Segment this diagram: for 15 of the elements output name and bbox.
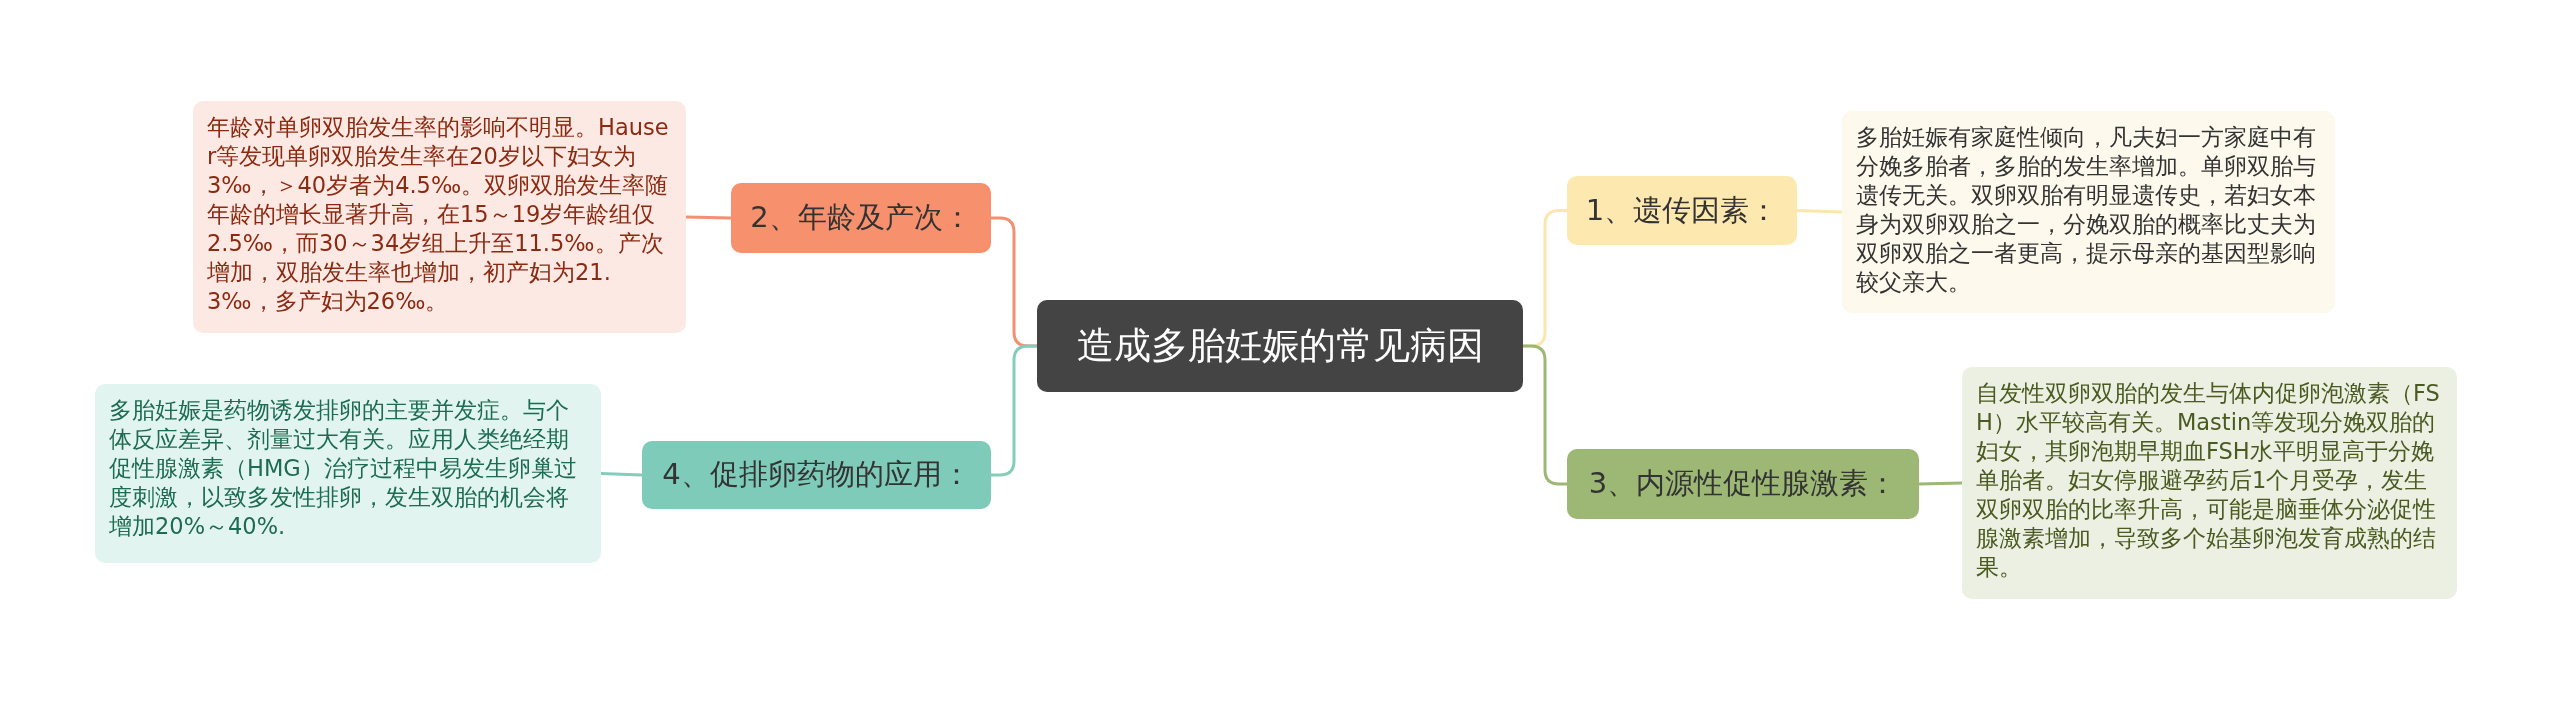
connector-line [1918,481,1963,486]
note-box: 多胎妊娠是药物诱发排卵的主要并发症。与个体反应差异、剂量过大有关。应用人类绝经期促性腺激素（HMG）治疗过程中易发生卵巢过度刺激，以致多发性排卵，发生双胎的机会将增加20%～40%. [95,384,601,563]
connector-line [600,472,643,477]
connector-line [1523,344,1567,486]
topic-box: 1、遗传因素： [1567,176,1797,245]
note-box: 年龄对单卵双胎发生率的影响不明显。Hauser等发现单卵双胎发生率在20岁以下妇女为3‰，＞40岁者为4.5‰。双卵双胎发生率随年龄的增长显著升高，在15～19岁年龄组仅2.5‰，而30～34岁组上升至11.5‰。产次增加，双胎发生率也增加，初产妇为21.3‰，多产妇为26‰。 [193,101,686,333]
note-box: 多胎妊娠有家庭性倾向，凡夫妇一方家庭中有分娩多胎者，多胎的发生率增加。单卵双胎与遗传无关。双卵双胎有明显遗传史，若妇女本身为双卵双胎之一，分娩双胎的概率比丈夫为双卵双胎之一者更高，提示母亲的基因型影响较父亲大。 [1842,111,2335,313]
topic-box: 3、内源性促性腺激素： [1567,449,1919,519]
connector-line [991,344,1037,477]
topic-box: 4、促排卵药物的应用： [642,441,991,509]
connector-line [685,215,732,220]
note-box: 自发性双卵双胎的发生与体内促卵泡激素（FSH）水平较高有关。Mastin等发现分娩双胎的妇女，其卵泡期早期血FSH水平明显高于分娩单胎者。妇女停服避孕药后1个月受孕，发生双卵双胎的比率升高，可能是脑垂体分泌促性腺激素增加，导致多个始基卵泡发育成熟的结果。 [1962,367,2457,599]
topic-box: 2、年龄及产次： [731,183,991,253]
connector-line [1796,209,1843,214]
central-topic-box: 造成多胎妊娠的常见病因 [1037,300,1523,392]
